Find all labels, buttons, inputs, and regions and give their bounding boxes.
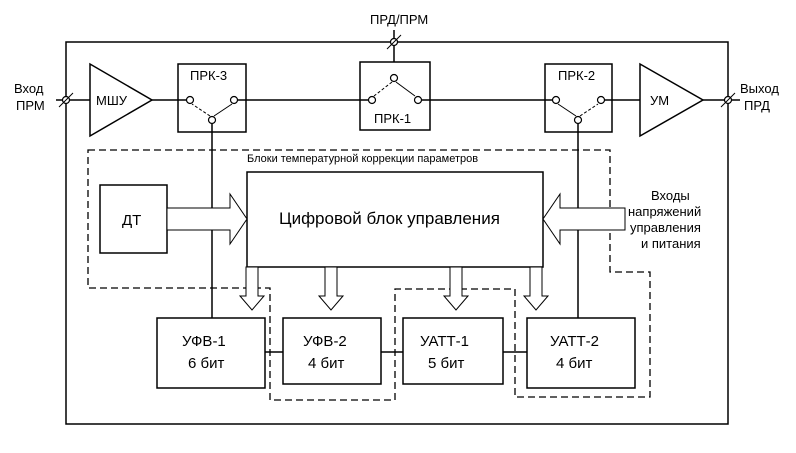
prk3-label: ПРК-3: [190, 68, 227, 83]
control-block-label: Цифровой блок управления: [279, 209, 500, 228]
lna-label: МШУ: [96, 93, 128, 108]
uatt1-bits: 5 бит: [428, 355, 464, 372]
attenuator-1: [402, 317, 504, 385]
temp-correction-region: [87, 149, 651, 401]
sensor-to-control-arrow: [166, 192, 248, 246]
output-label-2: ПРД: [744, 98, 770, 113]
attenuator-2: [526, 317, 636, 389]
uatt2-label: УАТТ-2: [550, 333, 599, 350]
ufv2-bits: 4 бит: [308, 355, 344, 372]
ufv1-bits: 6 бит: [188, 355, 224, 372]
inputs-label-1: Входы: [651, 188, 690, 203]
inputs-to-control-arrow: [542, 192, 626, 246]
temp-sensor-block: [99, 184, 168, 254]
output-label-1: Выход: [740, 81, 779, 96]
uatt2-bits: 4 бит: [556, 355, 592, 372]
ufv2-label: УФВ-2: [303, 333, 347, 350]
control-to-ufv1-arrow: [238, 266, 266, 311]
input-label-2: ПРМ: [16, 98, 45, 113]
inputs-label-4: и питания: [641, 236, 701, 251]
phase-shifter-1: [156, 317, 266, 389]
uatt1-label: УАТТ-1: [420, 333, 469, 350]
ufv1-label: УФВ-1: [182, 333, 226, 350]
power-amplifier: [639, 62, 705, 138]
control-to-uatt2-arrow: [522, 266, 550, 311]
digital-control-block: [246, 171, 544, 268]
prk2-label: ПРК-2: [558, 68, 595, 83]
temp-sensor-label: ДТ: [122, 212, 141, 229]
lna-amplifier: [89, 62, 154, 138]
prk1-label: ПРК-1: [374, 111, 411, 126]
temp-correction-label: Блоки температурной коррекции параметров: [247, 153, 478, 165]
inputs-label-3: управления: [630, 220, 701, 235]
control-to-uatt1-arrow: [442, 266, 470, 311]
pa-label: УМ: [650, 93, 669, 108]
inputs-label-2: напряжений: [628, 204, 701, 219]
prd-prm-label: ПРД/ПРМ: [370, 12, 428, 27]
control-to-ufv2-arrow: [317, 266, 345, 311]
input-label-1: Вход: [14, 81, 44, 96]
phase-shifter-2: [282, 317, 382, 385]
